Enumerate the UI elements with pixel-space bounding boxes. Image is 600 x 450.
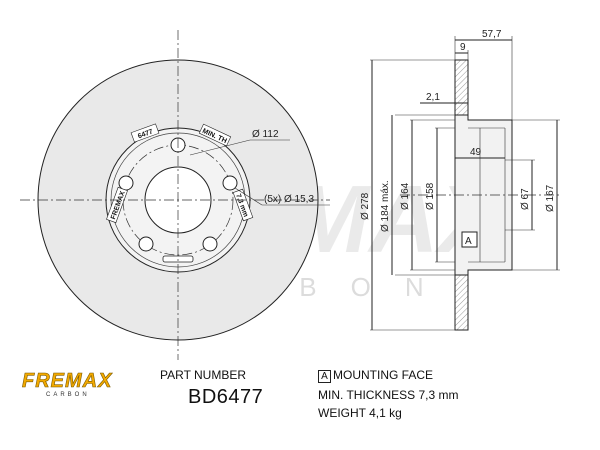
leader-holes xyxy=(234,187,263,206)
d158-label: Ø 158 xyxy=(425,182,436,210)
weight: WEIGHT 4,1 kg xyxy=(318,406,402,420)
friction-ring-top xyxy=(454,59,469,116)
hub-label-plate xyxy=(198,123,232,147)
d164-label: Ø 164 xyxy=(400,182,411,210)
footer-logo-sub: CARBON xyxy=(46,392,90,398)
technical-drawing: FREMAX CARBON 6477 MIN. TH 7,3 mm FREMAX… xyxy=(20,29,560,360)
datum-box xyxy=(461,231,478,248)
hub-label-plate xyxy=(232,188,254,222)
bolt-hole xyxy=(202,236,218,252)
section-view: Ø 278 Ø 184 máx. Ø 164 Ø 158 Ø 67 Ø 167 … xyxy=(360,29,560,331)
bolt-hole xyxy=(138,236,154,252)
bolt-hole xyxy=(118,175,134,191)
datum-label: A xyxy=(465,236,472,247)
d278-label: Ø 278 xyxy=(360,192,371,220)
min-thickness: MIN. THICKNESS 7,3 mm xyxy=(318,388,459,402)
leader-bolt-circle xyxy=(189,139,251,156)
mounting-face-label: MOUNTING FACE xyxy=(333,368,434,382)
bolt-circle-label: Ø 112 xyxy=(252,129,279,140)
overall-width-label: 57,7 xyxy=(482,29,502,40)
hub-label: 6477 xyxy=(137,128,154,140)
part-number: BD6477 xyxy=(188,386,264,408)
hat-depth-label: 49 xyxy=(470,147,482,158)
datum-box: A xyxy=(318,370,331,383)
hub-label-plate xyxy=(130,123,160,143)
hub-label-plate xyxy=(106,186,128,224)
d67-label: Ø 67 xyxy=(520,188,531,210)
offset-label: 2,1 xyxy=(426,92,440,103)
hat-thickness-label: 9 xyxy=(460,42,466,53)
d167-label: Ø 167 xyxy=(545,184,556,212)
friction-ring-bottom xyxy=(454,274,469,331)
front-view: 6477 MIN. TH 7,3 mm FREMAX Ø 112 (5x) Ø … xyxy=(20,30,330,360)
part-number-label: PART NUMBER xyxy=(160,368,247,382)
footer-logo: FREMAX xyxy=(22,370,113,393)
holes-label: (5x) Ø 15,3 xyxy=(264,194,314,205)
d184-label: Ø 184 máx. xyxy=(380,180,391,232)
bolt-hole xyxy=(222,175,238,191)
